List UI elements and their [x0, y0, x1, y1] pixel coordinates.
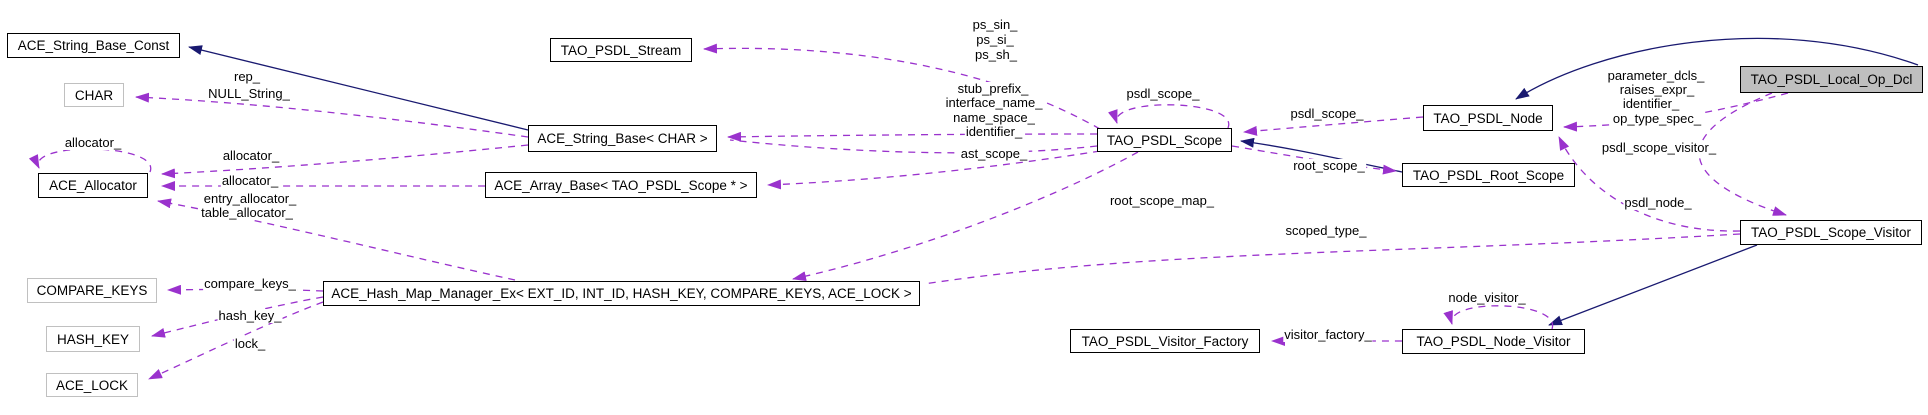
edge-label-psdl-node: psdl_node_ [1623, 195, 1693, 210]
class-node-tao-psdl-local-op-dcl[interactable]: TAO_PSDL_Local_Op_Dcl [1740, 66, 1923, 93]
edge-label-identifier-1: identifier_ [964, 124, 1024, 139]
class-node-tao-psdl-scope-visitor[interactable]: TAO_PSDL_Scope_Visitor [1740, 220, 1922, 245]
edge-label-compare-keys: compare_keys_ [203, 276, 297, 291]
edge-label-ast-scope: ast_scope_ [959, 146, 1029, 161]
edge-label-parameter-dcls: parameter_dcls_ [1606, 68, 1706, 83]
edge-usage-ps-stream [703, 43, 1101, 130]
class-node-hash-key[interactable]: HASH_KEY [46, 326, 140, 352]
edge-label-table-allocator: table_allocator_ [200, 205, 294, 220]
edge-usage-psdl-scope-selfloop [1108, 104, 1230, 129]
edge-usage-compare-keys [167, 284, 324, 295]
edge-label-root-scope: root_scope_ [1292, 158, 1366, 173]
edge-label-ps-sh: ps_sh_ [974, 47, 1018, 62]
edge-usage-ast-scope [729, 139, 1098, 154]
class-node-tao-psdl-node[interactable]: TAO_PSDL_Node [1423, 105, 1553, 131]
edge-usage-scoped-type [923, 233, 1741, 285]
edge-label-ps-sin: ps_sin_ [971, 17, 1019, 32]
edge-label-null-string: NULL_String_ [207, 86, 291, 101]
edge-inherit-stringbase-to-stringbaseconst [188, 45, 529, 131]
edge-label-entry-allocator: entry_allocator_ [202, 191, 298, 206]
edge-label-op-type-spec: op_type_spec_ [1611, 111, 1703, 126]
edge-label-psdl-scope: psdl_scope_ [1289, 106, 1365, 121]
edge-label-allocator-loop: allocator_ [63, 135, 123, 150]
edge-label-visitor-factory: visitor_factory_ [1283, 327, 1373, 342]
class-node-char[interactable]: CHAR [64, 83, 124, 107]
edge-label-stub-prefix: stub_prefix_ [956, 81, 1030, 96]
class-node-tao-psdl-scope[interactable]: TAO_PSDL_Scope [1097, 128, 1232, 152]
edge-usage-scope-stringbase [727, 131, 1098, 142]
class-node-ace-allocator[interactable]: ACE_Allocator [38, 173, 148, 198]
edge-usage-node-psdl-scope [1243, 116, 1424, 136]
class-node-ace-lock[interactable]: ACE_LOCK [46, 373, 138, 397]
edge-label-lock: lock_ [233, 336, 267, 351]
edge-label-hash-key: hash_key_ [217, 308, 283, 323]
edge-usage-root-scope-map [792, 151, 1139, 282]
edge-label-identifier-2: identifier_ [1621, 96, 1681, 111]
class-node-ace-hash-map-manager-ex[interactable]: ACE_Hash_Map_Manager_Ex< EXT_ID, INT_ID,… [323, 281, 920, 306]
edge-inherit-localopdcl-to-node [1515, 37, 1919, 100]
edge-usage-node-visitor-selfloop [1443, 305, 1553, 330]
edge-usage-rep-null-string [135, 92, 529, 138]
edge-label-node-visitor: node_visitor_ [1447, 290, 1527, 305]
edge-label-name-space: name_space_ [952, 110, 1036, 125]
edge-label-rep: rep_ [232, 69, 262, 84]
class-node-tao-psdl-root-scope[interactable]: TAO_PSDL_Root_Scope [1402, 163, 1575, 187]
class-node-ace-string-base[interactable]: ACE_String_Base< CHAR > [528, 125, 717, 152]
edge-usage-psdl-scope-visitor [1698, 92, 1787, 216]
class-node-compare-keys[interactable]: COMPARE_KEYS [27, 278, 157, 303]
edge-label-root-scope-map: root_scope_map_ [1108, 193, 1216, 208]
edge-label-interface-name: interface_name_ [944, 95, 1044, 110]
edge-usage-scope-arraybase [767, 150, 1101, 190]
edge-usage-allocator-stringbase [161, 144, 529, 179]
class-node-tao-psdl-stream[interactable]: TAO_PSDL_Stream [550, 38, 692, 62]
edge-label-allocator-1: allocator_ [221, 148, 281, 163]
edge-usage-psdl-node [1558, 136, 1741, 232]
edge-label-ps-si: ps_si_ [975, 32, 1015, 47]
class-node-tao-psdl-visitor-factory[interactable]: TAO_PSDL_Visitor_Factory [1070, 329, 1260, 353]
edge-label-allocator-2: allocator_ [220, 173, 280, 188]
edge-usage-allocator-selfloop [28, 148, 152, 173]
edge-label-psdl-scope-loop: psdl_scope_ [1125, 86, 1201, 101]
edge-inherit-rootscope-to-scope [1240, 137, 1403, 173]
edge-inherit-scopevisitor-to-nodevisitor [1548, 244, 1758, 326]
class-node-tao-psdl-node-visitor[interactable]: TAO_PSDL_Node_Visitor [1402, 329, 1585, 354]
edge-label-scoped-type: scoped_type_ [1284, 223, 1368, 238]
edge-label-raises-expr: raises_expr_ [1618, 82, 1696, 97]
class-node-ace-array-base[interactable]: ACE_Array_Base< TAO_PSDL_Scope * > [485, 172, 757, 198]
class-node-ace-string-base-const[interactable]: ACE_String_Base_Const [7, 33, 180, 58]
edge-label-psdl-scope-visitor: psdl_scope_visitor_ [1600, 140, 1718, 155]
edge-usage-root-scope [1231, 145, 1397, 175]
